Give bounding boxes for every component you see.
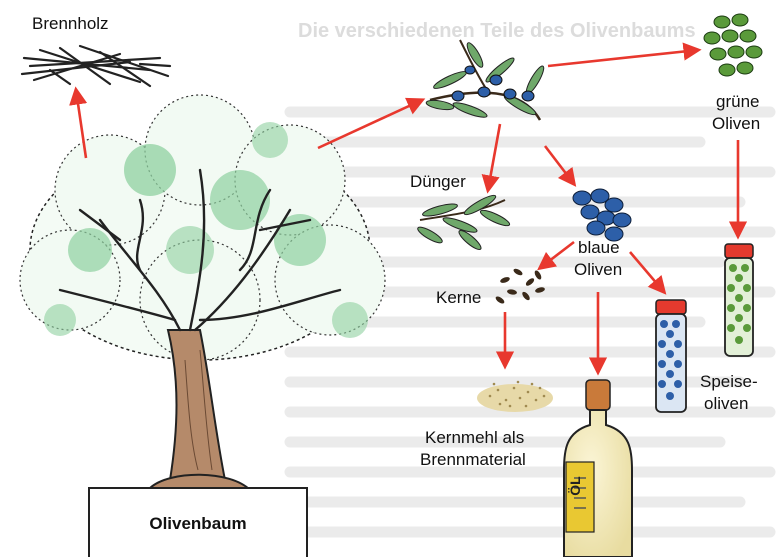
blue-olives-jar-illustration: [656, 300, 686, 412]
label-blue-olives-line1: blaue: [578, 238, 620, 258]
green-olives-jar-illustration: [725, 244, 753, 356]
label-table-olives-line1: Speise-: [700, 372, 758, 392]
label-blue-olives-line2: Oliven: [574, 260, 622, 280]
label-green-olives-line2: Oliven: [712, 114, 760, 134]
arrow-branch-to-green-olives: [548, 50, 698, 66]
seeds-illustration: [494, 267, 545, 305]
arrow-branch-to-blue-olives: [545, 146, 574, 184]
title-box: Olivenbaum: [88, 487, 308, 557]
green-olives-illustration: [704, 14, 762, 76]
label-firewood: Brennholz: [32, 14, 109, 34]
arrow-branch-to-fertilizer: [488, 124, 500, 190]
label-green-olives-line1: grüne: [716, 92, 759, 112]
diagram-title: Olivenbaum: [90, 514, 306, 534]
firewood-illustration: [22, 46, 170, 86]
label-seed-meal-line2: Brennmaterial: [420, 450, 526, 470]
label-seed-meal-line1: Kernmehl als: [425, 428, 524, 448]
label-table-olives-line2: oliven: [704, 394, 748, 414]
label-fertilizer: Dünger: [410, 172, 466, 192]
label-seeds: Kerne: [436, 288, 481, 308]
oil-bottle-label: ÖL: [567, 476, 583, 496]
